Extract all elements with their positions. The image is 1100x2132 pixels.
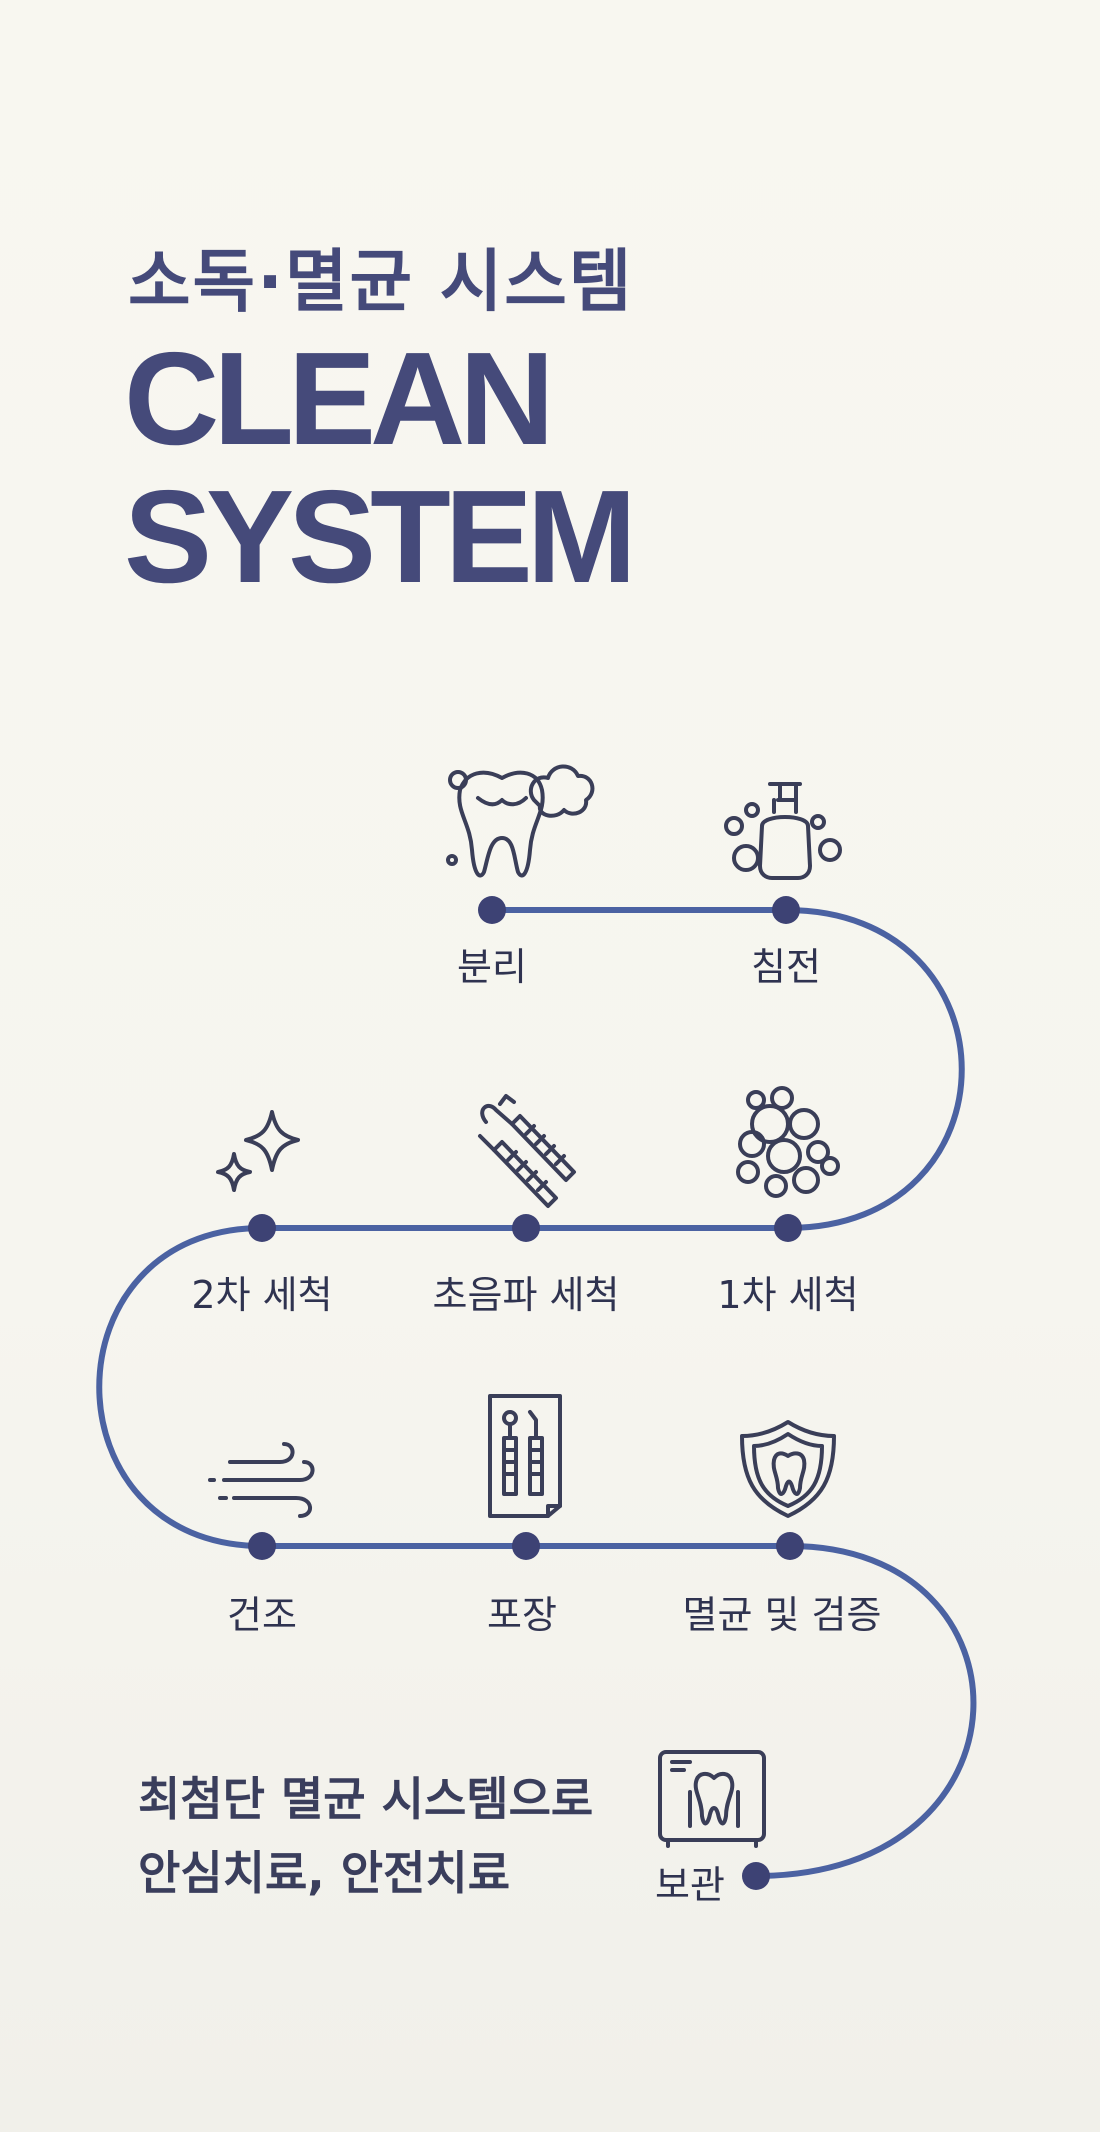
title-line-1: CLEAN xyxy=(124,325,555,472)
poster-title: CLEAN SYSTEM xyxy=(124,325,637,610)
step-label-soaking: 침전 xyxy=(751,945,821,989)
soap-dispenser-icon xyxy=(724,782,842,880)
node-ultrasonic-wash xyxy=(512,1214,540,1242)
node-packaging xyxy=(512,1532,540,1560)
connector-curve-right-1 xyxy=(783,907,965,1231)
connector-curve-right-2 xyxy=(753,1543,977,1879)
shield-tooth-icon xyxy=(740,1420,836,1518)
dental-tools-icon xyxy=(478,1094,576,1208)
step-label-sterilization: 멸균 및 검증 xyxy=(682,1593,882,1637)
poster-subtitle: 소독·멸균 시스템 xyxy=(128,243,634,322)
node-separation xyxy=(478,896,506,924)
tagline-line-2: 안심치료, 안전치료 xyxy=(138,1846,511,1900)
node-storage xyxy=(742,1862,770,1890)
flow-path xyxy=(96,907,977,1879)
sparkle-icon xyxy=(216,1110,300,1192)
storage-cabinet-icon xyxy=(658,1750,766,1848)
tagline-line-1: 최첨단 멸균 시스템으로 xyxy=(138,1772,594,1826)
sterile-pouch-icon xyxy=(488,1394,562,1518)
node-soaking xyxy=(772,896,800,924)
step-label-first-wash: 1차 세척 xyxy=(717,1273,859,1317)
tooth-bubbles-icon xyxy=(446,764,595,878)
step-label-storage: 보관 xyxy=(655,1863,725,1907)
node-second-wash xyxy=(248,1214,276,1242)
connector-curve-left xyxy=(96,1225,265,1549)
step-label-second-wash: 2차 세척 xyxy=(191,1273,333,1317)
step-label-ultrasonic-wash: 초음파 세척 xyxy=(432,1273,620,1317)
foam-bubbles-icon xyxy=(736,1086,840,1198)
node-drying xyxy=(248,1532,276,1560)
flow-nodes xyxy=(248,896,804,1890)
node-first-wash xyxy=(774,1214,802,1242)
step-label-packaging: 포장 xyxy=(487,1593,557,1637)
wind-icon xyxy=(208,1442,315,1518)
step-label-separation: 분리 xyxy=(457,945,527,989)
poster-tagline: 최첨단 멸균 시스템으로 안심치료, 안전치료 xyxy=(138,1762,593,1910)
title-line-2: SYSTEM xyxy=(124,463,637,610)
step-label-drying: 건조 xyxy=(227,1593,297,1637)
node-sterilization xyxy=(776,1532,804,1560)
